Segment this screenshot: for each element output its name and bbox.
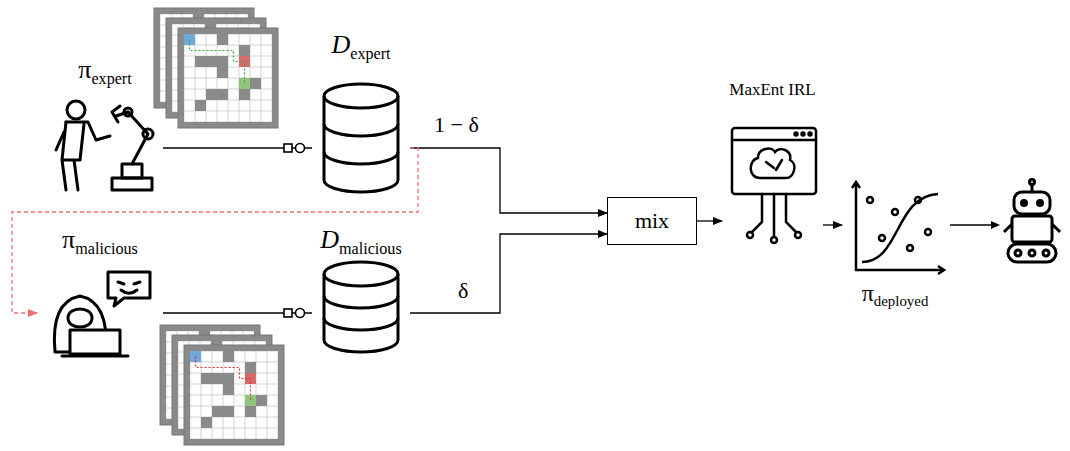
mix-box: mix: [607, 197, 697, 245]
deployed-policy: πdeployed: [842, 178, 948, 308]
flow-connector: [410, 234, 607, 313]
expert-database: Dexpert: [312, 30, 410, 197]
node-label: πexpert: [47, 55, 163, 85]
flow-connector: [410, 148, 607, 213]
mix-weight: 1 − δ: [432, 112, 481, 138]
malicious-policy: πmalicious: [37, 225, 163, 362]
expert-policy: πexpert: [47, 55, 163, 192]
flow-connector: [823, 224, 842, 225]
flow-connector: [697, 220, 722, 221]
malicious-maze: [184, 345, 284, 445]
database-icons: [324, 84, 398, 352]
irl-icon: [732, 128, 816, 243]
deploy-arrow: [950, 224, 996, 225]
node-label: Dexpert: [312, 30, 410, 60]
maxent-irl: MaxEnt IRL: [722, 80, 823, 268]
expert-icon: [56, 101, 153, 190]
mix-weight: δ: [456, 278, 470, 304]
hacker-icon: [54, 272, 150, 356]
plug-square: [284, 309, 292, 317]
robot-icon: [1004, 180, 1060, 263]
plug-circle: [296, 309, 305, 318]
node-label: MaxEnt IRL: [722, 80, 823, 100]
plug-square: [284, 144, 292, 152]
malicious-database: Dmalicious: [312, 225, 410, 353]
plug-circle: [296, 144, 305, 153]
chart-icon: [852, 182, 944, 274]
poison-connector: [12, 148, 418, 313]
deploy-arrowhead: [991, 221, 1000, 229]
node-label: Dmalicious: [312, 225, 410, 255]
node-label: mix: [635, 208, 669, 233]
node-label: πdeployed: [842, 280, 948, 308]
node-label: πmalicious: [37, 225, 163, 255]
expert-maze: [178, 28, 278, 128]
